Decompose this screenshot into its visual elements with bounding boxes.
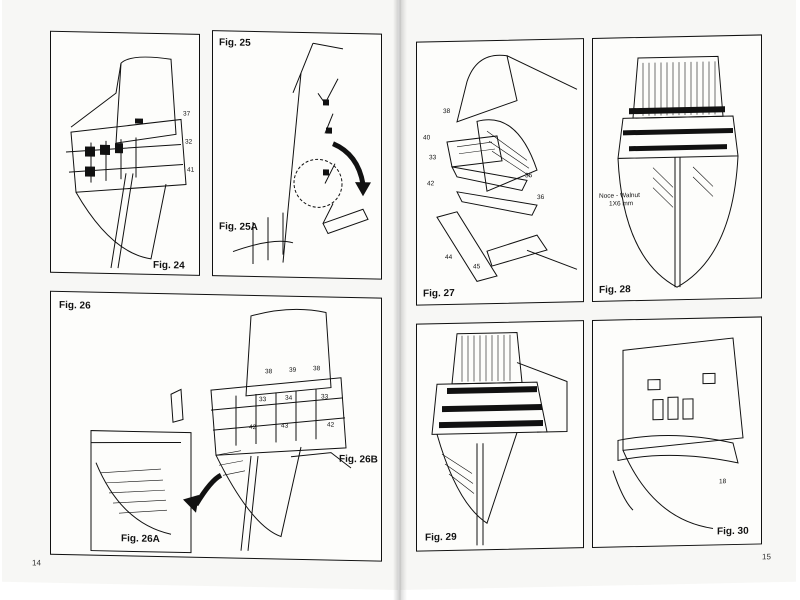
fig-28-caption: Fig. 28 bbox=[599, 284, 631, 296]
stern-planking-drawing bbox=[90, 308, 352, 554]
label-42: 42 bbox=[427, 180, 435, 188]
label-44: 44 bbox=[445, 253, 453, 262]
label-42a: 42 bbox=[249, 423, 257, 432]
stern-drawing bbox=[65, 56, 187, 269]
label-33a: 33 bbox=[259, 396, 267, 404]
left-page: 37 32 41 Fig. 24 Fig. 25 Fig bbox=[2, 0, 398, 591]
fig-25a-caption: Fig. 25A bbox=[219, 221, 258, 234]
right-page: 38 40 33 42 35 36 44 45 Fig. 27 bbox=[400, 0, 796, 591]
walnut-note-line1: Noce - Walnut bbox=[599, 191, 640, 200]
label-38a: 38 bbox=[265, 368, 273, 376]
figure-26: Fig. 26 38 39 38 33 34 33 42 43 42 Fig. … bbox=[50, 290, 382, 562]
exploded-stern-drawing bbox=[436, 54, 578, 282]
label-41: 41 bbox=[187, 166, 195, 174]
fig-30-caption: Fig. 30 bbox=[717, 525, 749, 538]
label-39: 39 bbox=[289, 366, 297, 374]
label-43: 43 bbox=[281, 422, 289, 430]
book-gutter bbox=[393, 0, 407, 600]
figure-27: 38 40 33 42 35 36 44 45 Fig. 27 bbox=[416, 38, 584, 306]
label-33b: 33 bbox=[321, 393, 329, 401]
label-45: 45 bbox=[473, 263, 481, 271]
label-38: 38 bbox=[443, 107, 451, 116]
fig-29-caption: Fig. 29 bbox=[425, 531, 457, 544]
fig-27-caption: Fig. 27 bbox=[423, 287, 455, 300]
figure-30: 18 Fig. 30 bbox=[592, 316, 762, 548]
label-36: 36 bbox=[537, 193, 545, 202]
page-number-left: 14 bbox=[32, 558, 41, 568]
label-33: 33 bbox=[429, 154, 437, 162]
figure-24: 37 32 41 Fig. 24 bbox=[50, 30, 200, 276]
fig-24-caption: Fig. 24 bbox=[153, 259, 185, 272]
page-number-right: 15 bbox=[762, 552, 771, 562]
label-35: 35 bbox=[525, 172, 533, 180]
fig-26-caption: Fig. 26 bbox=[59, 299, 91, 312]
fitting-drawing bbox=[232, 42, 371, 264]
stern-view-drawing bbox=[617, 55, 739, 288]
stern-rail-drawing bbox=[612, 337, 744, 529]
fig-26a-caption: Fig. 26A bbox=[121, 533, 160, 546]
figure-29: Fig. 29 bbox=[416, 320, 584, 552]
figure-28: Noce - Walnut 1X6 mm Fig. 28 bbox=[592, 34, 762, 302]
label-40: 40 bbox=[423, 134, 431, 142]
label-32: 32 bbox=[185, 138, 193, 146]
label-38b: 38 bbox=[313, 365, 321, 373]
stern-castle-drawing bbox=[431, 332, 568, 546]
label-18: 18 bbox=[719, 478, 727, 486]
label-42b: 42 bbox=[327, 421, 335, 429]
label-37: 37 bbox=[183, 110, 191, 118]
fig-25-caption: Fig. 25 bbox=[219, 37, 251, 49]
figure-25: Fig. 25 Fig. 25A bbox=[212, 30, 382, 280]
walnut-note-line2: 1X6 mm bbox=[609, 200, 634, 208]
label-34: 34 bbox=[285, 394, 293, 402]
fig-26b-caption: Fig. 26B bbox=[339, 453, 378, 466]
